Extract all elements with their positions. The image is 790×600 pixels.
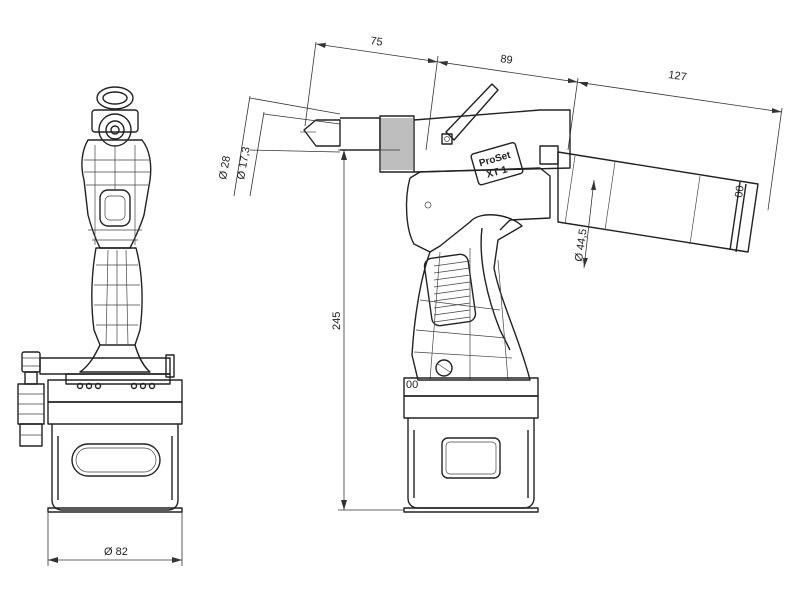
front-base — [47, 379, 183, 513]
front-window — [99, 189, 131, 227]
label-plate: ProSet XT 1 — [470, 142, 524, 186]
dim-dia-nose-outer: Ø 28 — [217, 155, 233, 181]
side-view: ProSet XT 1 00 00 — [300, 83, 759, 513]
dim-dia-nose-inner: Ø 17,3 — [235, 146, 253, 181]
release-lever — [441, 83, 499, 145]
front-base-window — [71, 443, 161, 477]
grip-pad — [423, 253, 477, 327]
side-handle — [411, 214, 531, 381]
svg-text:00: 00 — [406, 379, 418, 391]
dim-dia-base: Ø 82 — [104, 546, 128, 558]
front-view — [17, 86, 183, 513]
nose-tip — [303, 119, 341, 147]
air-inlet-fitting — [17, 351, 175, 447]
front-head-hatching — [84, 145, 150, 245]
dim-dia-body: Ø 44,5 — [573, 228, 589, 262]
knurl-lines — [381, 118, 413, 170]
dim-len-mid: 89 — [500, 53, 514, 67]
nose-circle — [98, 113, 132, 147]
dim-height: 245 — [331, 312, 343, 330]
side-base-window — [441, 437, 501, 479]
rear-cylinder: 00 — [557, 151, 759, 253]
side-base: 00 — [403, 377, 539, 513]
dimension-lines: 75 89 127 Ø 28 Ø 17,3 Ø 44,5 245 Ø 82 — [47, 35, 783, 566]
svg-text:00: 00 — [733, 185, 747, 199]
hanger-ring — [96, 86, 134, 110]
adjust-screw — [435, 359, 453, 377]
dim-len-front: 75 — [370, 35, 384, 49]
knurled-ring — [379, 115, 415, 173]
grip-lines — [433, 260, 471, 323]
dim-len-rear: 127 — [668, 69, 688, 83]
